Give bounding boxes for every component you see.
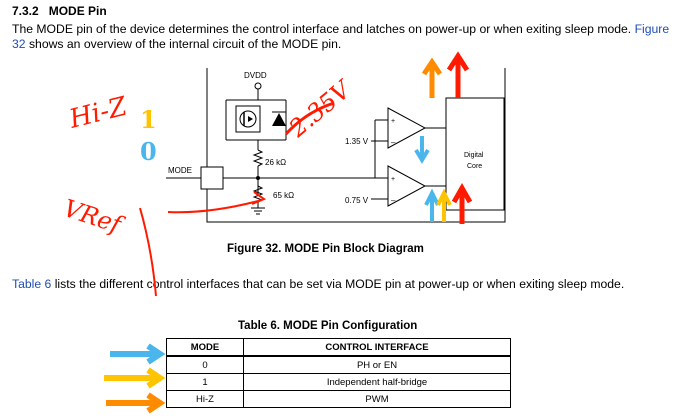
vref-low-label: 0.75 V <box>345 196 369 205</box>
table-header-row: MODE CONTROL INTERFACE <box>166 338 511 357</box>
comp-high-minus: – <box>391 138 396 147</box>
figure-32-link[interactable]: Figure 32 <box>12 22 670 51</box>
table-header-interface: CONTROL INTERFACE <box>243 338 511 357</box>
paragraph-table-ref-text: lists the different control interfaces t… <box>54 277 625 291</box>
paragraph-intro-text-end: shows an overview of the internal circui… <box>28 37 342 51</box>
row-arrow-yellow <box>104 367 166 389</box>
pmos-transistor <box>235 105 261 133</box>
dvdd-label: DVDD <box>244 71 267 80</box>
mode-pin-block-diagram: DVDD 26 kΩ MODE 65 kΩ + – 1.35 V + – 0.7… <box>166 68 506 223</box>
digital-core-label-1: Digital <box>464 152 484 159</box>
r26-label: 26 kΩ <box>265 158 286 167</box>
mode-config-table: MODE CONTROL INTERFACE 0 PH or EN 1 Inde… <box>166 338 511 408</box>
section-number: 7.3.2 <box>12 4 39 18</box>
dvdd-node <box>254 82 262 90</box>
row-arrow-orange <box>106 392 166 414</box>
table-row: Hi-Z PWM <box>166 390 511 408</box>
figure-caption: Figure 32. MODE Pin Block Diagram <box>227 243 424 255</box>
pmos-body <box>239 110 257 128</box>
table-cell-mode: 0 <box>166 355 244 374</box>
comp-high-plus: + <box>391 118 395 125</box>
table-cell-mode: 1 <box>166 373 244 391</box>
comparator-high <box>387 107 427 149</box>
comparator-low <box>387 165 427 207</box>
table-row: 1 Independent half-bridge <box>166 373 511 391</box>
table-header-mode: MODE <box>166 338 244 357</box>
device-boundary <box>206 68 506 223</box>
comp-low-minus: – <box>391 196 396 205</box>
table-cell-interface: Independent half-bridge <box>243 373 511 391</box>
vref-high-label: 1.35 V <box>345 137 369 146</box>
table-caption: Table 6. MODE Pin Configuration <box>238 320 418 332</box>
diode-symbol <box>272 113 286 126</box>
comp-low-plus: + <box>391 176 395 183</box>
row-arrow-blue <box>110 343 166 365</box>
paragraph-intro: The MODE pin of the device determines th… <box>12 22 672 52</box>
mode-pin-pad <box>200 166 224 190</box>
paragraph-intro-text: The MODE pin of the device determines th… <box>12 22 632 36</box>
r65-label: 65 kΩ <box>273 191 294 200</box>
table-cell-interface: PH or EN <box>243 355 511 374</box>
table-row: 0 PH or EN <box>166 355 511 374</box>
section-heading: 7.3.2 MODE Pin <box>12 4 107 18</box>
section-title: MODE Pin <box>48 4 107 18</box>
table-cell-interface: PWM <box>243 390 511 408</box>
pmos-arrow <box>248 116 253 122</box>
mode-pin-label: MODE <box>168 166 192 175</box>
table-cell-mode: Hi-Z <box>166 390 244 408</box>
r26-resistor <box>252 149 264 167</box>
paragraph-table-ref: Table 6 lists the different control inte… <box>12 277 672 292</box>
table-6-link[interactable]: Table 6 <box>12 277 52 291</box>
digital-core-label-2: Core <box>467 163 482 170</box>
